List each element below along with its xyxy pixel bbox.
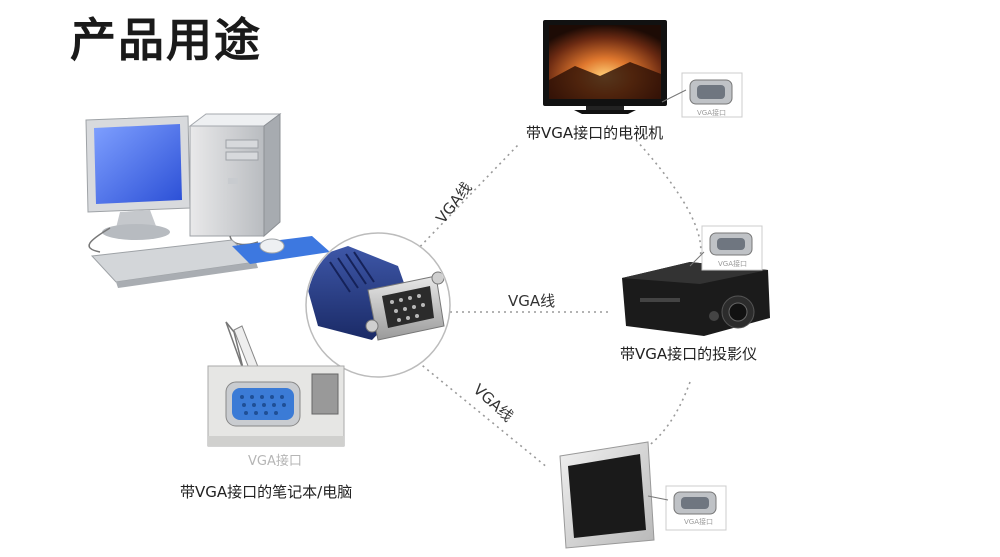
projector-image <box>622 226 770 336</box>
tv-label: 带VGA接口的电视机 <box>526 122 663 143</box>
tv-image <box>543 20 742 117</box>
arc-right <box>636 140 701 258</box>
monitor-image <box>560 442 726 548</box>
laptop-label: 带VGA接口的笔记本/电脑 <box>180 481 352 502</box>
vga-connector-closeup <box>300 233 450 377</box>
monitor-port-caption: VGA接口 <box>684 517 713 527</box>
tv-port-caption: VGA接口 <box>697 108 726 118</box>
desktop-computer-image <box>86 114 330 288</box>
laptop-port-caption: VGA接口 <box>248 450 302 469</box>
arc-right-lower <box>640 382 690 452</box>
projector-label: 带VGA接口的投影仪 <box>620 343 757 364</box>
cable-label-projector: VGA线 <box>508 290 555 311</box>
projector-port-caption: VGA接口 <box>718 259 747 269</box>
